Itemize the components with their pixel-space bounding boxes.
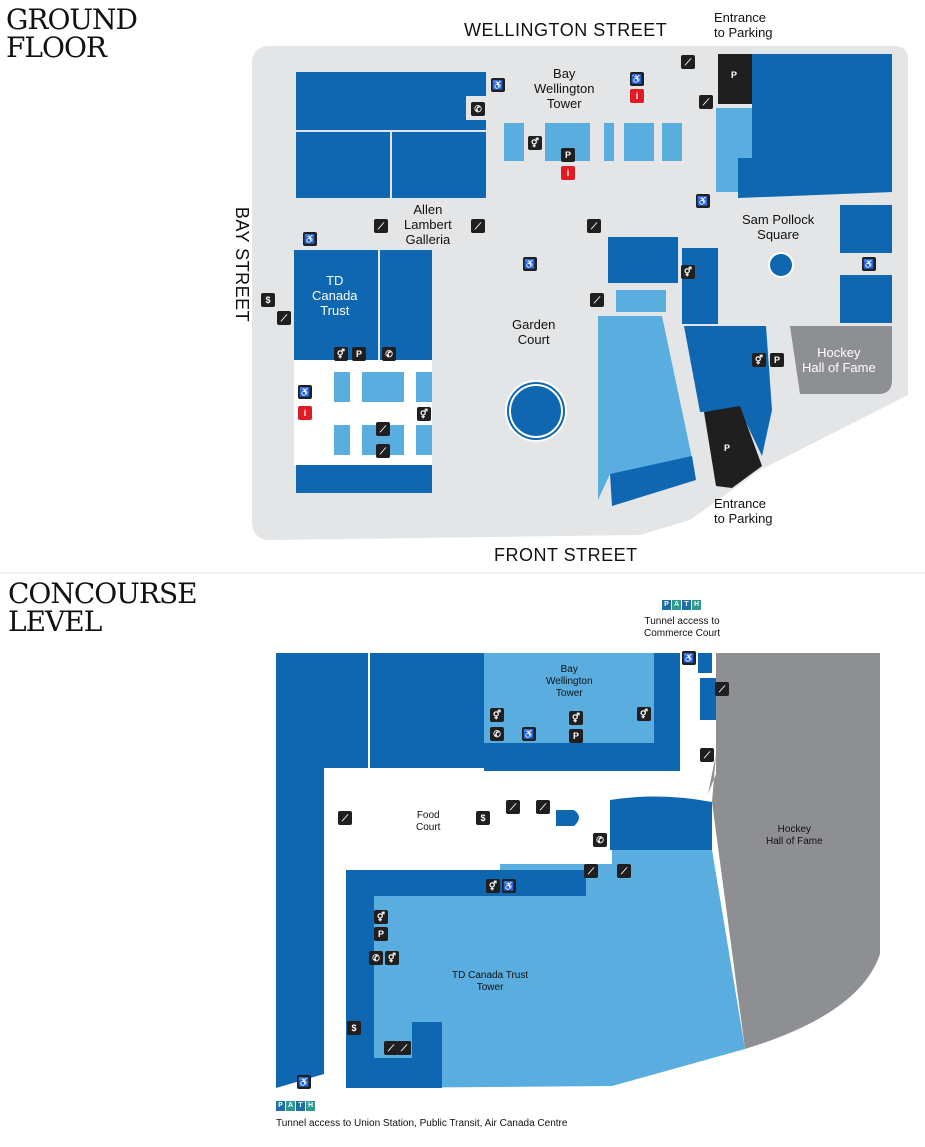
atm-icon: $ <box>347 1021 361 1035</box>
escalator-icon: ⟋ <box>699 95 713 109</box>
escalator-icon: ⟋ <box>338 811 352 825</box>
washroom-icon: ⚥ <box>486 879 500 893</box>
parking-icon: P <box>569 729 583 743</box>
washroom-icon: ⚥ <box>417 407 431 421</box>
ground-floor-plan <box>252 46 908 540</box>
path-badge-union: P A T H <box>276 1101 315 1111</box>
td-canada-trust-tower-label: TD Canada Trust Tower <box>452 970 529 993</box>
concourse-plan <box>276 653 880 1094</box>
atm-icon: $ <box>261 293 275 307</box>
wheelchair-icon: ♿ <box>297 1075 311 1089</box>
parking-icon: P <box>720 441 734 455</box>
phone-icon: ✆ <box>490 727 504 741</box>
allen-lambert-galleria-label: Allen Lambert Galleria <box>404 202 452 247</box>
escalator-icon: ⟋ <box>536 800 550 814</box>
escalator-icon: ⟋ <box>376 444 390 458</box>
escalator-icon: ⟋ <box>397 1041 411 1055</box>
escalator-icon: ⟋ <box>384 1041 398 1055</box>
wheelchair-icon: ♿ <box>298 385 312 399</box>
parking-icon: P <box>727 68 741 82</box>
path-badge-commerce: P A T H <box>662 600 701 610</box>
phone-icon: ✆ <box>382 347 396 361</box>
sam-pollock-square-label: Sam Pollock Square <box>742 212 815 242</box>
phone-icon: ✆ <box>471 102 485 116</box>
escalator-icon: ⟋ <box>587 219 601 233</box>
front-street-label: FRONT STREET <box>494 545 638 565</box>
wheelchair-icon: ♿ <box>303 232 317 246</box>
food-court-label: Food Court <box>416 810 441 833</box>
td-canada-trust-label: TD Canada Trust <box>312 273 358 318</box>
escalator-icon: ⟋ <box>617 864 631 878</box>
parking-icon: P <box>561 148 575 162</box>
washroom-icon: ⚥ <box>490 708 504 722</box>
escalator-icon: ⟋ <box>374 219 388 233</box>
escalator-icon: ⟋ <box>277 311 291 325</box>
tunnel-union-station-label: Tunnel access to Union Station, Public T… <box>276 1118 568 1129</box>
washroom-icon: ⚥ <box>528 136 542 150</box>
washroom-icon: ⚥ <box>681 265 695 279</box>
escalator-icon: ⟋ <box>700 748 714 762</box>
washroom-icon: ⚥ <box>637 707 651 721</box>
atm-icon: $ <box>476 811 490 825</box>
concourse-level-map: CONCOURSE LEVEL P A T H P A T H <box>0 574 925 1147</box>
escalator-icon: ⟋ <box>584 864 598 878</box>
wheelchair-icon: ♿ <box>522 727 536 741</box>
info-icon: i <box>298 406 312 420</box>
washroom-icon: ⚥ <box>752 353 766 367</box>
wheelchair-icon: ♿ <box>862 257 876 271</box>
parking-icon: P <box>770 353 784 367</box>
entrance-to-parking-top-label: Entrance to Parking <box>714 10 773 40</box>
entrance-to-parking-bottom-label: Entrance to Parking <box>714 496 773 526</box>
section-divider <box>0 572 925 574</box>
wheelchair-icon: ♿ <box>491 78 505 92</box>
wheelchair-icon: ♿ <box>523 257 537 271</box>
wheelchair-icon: ♿ <box>630 72 644 86</box>
garden-court-label: Garden Court <box>512 317 556 347</box>
concourse-level-title: CONCOURSE LEVEL <box>8 577 198 638</box>
ground-floor-title: GROUND FLOOR <box>6 3 138 64</box>
wheelchair-icon: ♿ <box>696 194 710 208</box>
wheelchair-icon: ♿ <box>682 651 696 665</box>
parking-icon: P <box>374 927 388 941</box>
info-icon: i <box>630 89 644 103</box>
parking-icon: P <box>352 347 366 361</box>
washroom-icon: ⚥ <box>385 951 399 965</box>
info-icon: i <box>561 166 575 180</box>
bay-wellington-tower-label: Bay Wellington Tower <box>546 664 593 699</box>
escalator-icon: ⟋ <box>590 293 604 307</box>
phone-icon: ✆ <box>593 833 607 847</box>
escalator-icon: ⟋ <box>715 682 729 696</box>
hockey-hall-of-fame-label: Hockey Hall of Fame <box>766 824 823 847</box>
wheelchair-icon: ♿ <box>502 879 516 893</box>
escalator-icon: ⟋ <box>681 55 695 69</box>
washroom-icon: ⚥ <box>569 711 583 725</box>
washroom-icon: ⚥ <box>374 910 388 924</box>
bay-wellington-tower-label: Bay Wellington Tower <box>534 66 595 111</box>
hockey-hall-of-fame-label: Hockey Hall of Fame <box>802 345 876 375</box>
washroom-icon: ⚥ <box>334 347 348 361</box>
tunnel-commerce-court-label: Tunnel access to Commerce Court <box>644 616 721 639</box>
escalator-icon: ⟋ <box>471 219 485 233</box>
wellington-street-label: WELLINGTON STREET <box>464 20 668 40</box>
escalator-icon: ⟋ <box>376 422 390 436</box>
phone-icon: ✆ <box>369 951 383 965</box>
escalator-icon: ⟋ <box>506 800 520 814</box>
ground-floor-map: GROUND FLOOR WELLINGTON STREET FRONT STR… <box>0 0 925 572</box>
